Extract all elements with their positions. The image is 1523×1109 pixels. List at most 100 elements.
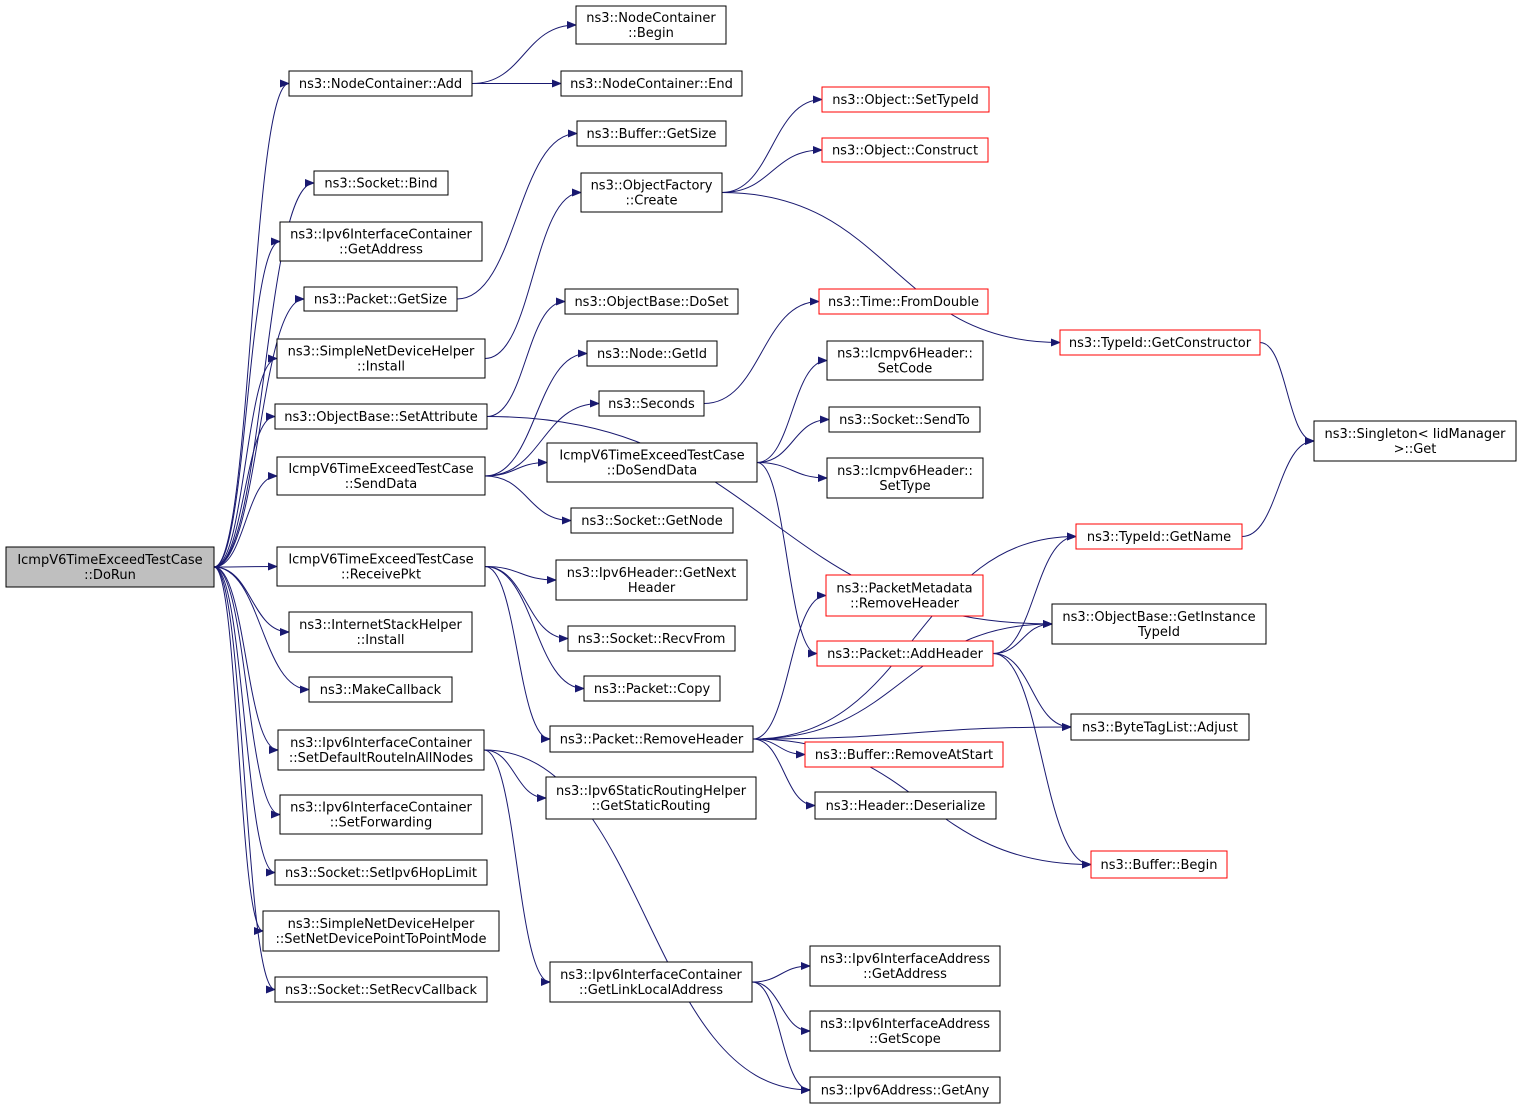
node-ipv6addr-getany[interactable]: ns3::Ipv6Address::GetAny [809,1076,1001,1104]
node-makecallback[interactable]: ns3::MakeCallback [308,676,453,703]
node-sock-sethop[interactable]: ns3::Socket::SetIpv6HopLimit [274,859,488,886]
node-sock-recvfrom[interactable]: ns3::Socket::RecvFrom [567,625,736,652]
node-label-line: Header [628,581,676,596]
node-label-line: ns3::Object::Construct [832,144,978,159]
node-label-line: ::SetForwarding [330,816,433,831]
node-pkt-addheader[interactable]: ns3::Packet::AddHeader [816,640,994,667]
node-buf-getsize[interactable]: ns3::Buffer::GetSize [576,120,727,147]
node-nc-end[interactable]: ns3::NodeContainer::End [560,70,743,97]
node-label-line: ns3::Time::FromDouble [828,295,979,310]
node-box [1075,523,1243,550]
node-label-line: ::Create [626,194,678,209]
node-box [5,546,215,588]
node-ipv6ia-getscope[interactable]: ns3::Ipv6InterfaceAddress::GetScope [809,1010,1001,1052]
node-label-line: TypeId [1137,625,1180,640]
node-buf-removeatstart[interactable]: ns3::Buffer::RemoveAtStart [804,741,1004,768]
node-ob-doset[interactable]: ns3::ObjectBase::DoSet [564,288,739,315]
nodes-layer: IcmpV6TimeExceedTestCase::DoRun ns3::Node… [5,5,1517,1104]
node-sndh-setp2p[interactable]: ns3::SimpleNetDeviceHelper::SetNetDevice… [262,910,500,952]
node-box [826,457,984,499]
call-edge-ipv6ic_getlinklocal-to-ipv6addr_getany [751,981,811,1094]
call-edge-pkt_removeheader-to-buf_removeatstart [752,738,806,759]
node-label-line: ns3::Object::SetTypeId [832,93,978,108]
node-btl-adjust[interactable]: ns3::ByteTagList::Adjust [1070,713,1250,741]
node-singleton-get[interactable]: ns3::Singleton< IidManager>::Get [1313,420,1517,462]
node-label-line: ns3::Header::Deserialize [826,799,986,814]
node-label-line: ns3::NodeContainer [586,11,716,26]
node-label-line: ns3::Packet::RemoveHeader [560,733,744,748]
node-buf-begin[interactable]: ns3::Buffer::Begin [1090,850,1228,879]
node-sock-setrecvcb[interactable]: ns3::Socket::SetRecvCallback [274,976,488,1003]
call-edge-dorun-to-nc_add [213,79,290,568]
node-ipv6ic-getlinklocal[interactable]: ns3::Ipv6InterfaceContainer::GetLinkLoca… [549,961,753,1003]
node-ipv6srh-getstatic[interactable]: ns3::Ipv6StaticRoutingHelper::GetStaticR… [545,776,757,820]
node-ipv6ic-getaddr[interactable]: ns3::Ipv6InterfaceContainer::GetAddress [279,221,483,262]
node-time-fromdouble[interactable]: ns3::Time::FromDouble [818,288,989,315]
node-dorun[interactable]: IcmpV6TimeExceedTestCase::DoRun [5,546,215,588]
node-label-line: ns3::Socket::Bind [324,177,437,192]
node-pkt-getsize[interactable]: ns3::Packet::GetSize [303,286,458,312]
node-label-line: ns3::Buffer::RemoveAtStart [815,748,993,763]
node-box [828,406,981,433]
node-label-line: SetCode [878,362,933,377]
node-obj-construct[interactable]: ns3::Object::Construct [821,137,989,163]
node-label-line: ns3::Node::GetId [597,347,707,362]
node-box [1070,713,1250,741]
node-of-create[interactable]: ns3::ObjectFactory::Create [580,172,723,213]
node-receivepkt[interactable]: IcmpV6TimeExceedTestCase::ReceivePkt [276,546,486,587]
node-icmp-settype[interactable]: ns3::Icmpv6Header::SetType [826,457,984,499]
node-label-line: ns3::Ipv6InterfaceAddress [820,1017,990,1032]
node-node-getid[interactable]: ns3::Node::GetId [586,340,718,367]
node-label-line: ::GetAddress [339,243,423,258]
node-hdr-deserialize[interactable]: ns3::Header::Deserialize [814,791,997,820]
node-senddata[interactable]: IcmpV6TimeExceedTestCase::SendData [276,456,486,496]
node-seconds[interactable]: ns3::Seconds [598,390,705,417]
call-edge-senddata-to-dosenddata [484,458,548,477]
node-label-line: ::Install [357,360,405,375]
node-box [586,340,718,367]
node-sock-bind[interactable]: ns3::Socket::Bind [313,170,449,196]
node-sock-sendto[interactable]: ns3::Socket::SendTo [828,406,981,433]
node-pm-removeheader[interactable]: ns3::PacketMetadata::RemoveHeader [825,574,984,617]
node-ish-install[interactable]: ns3::InternetStackHelper::Install [288,611,473,653]
node-sndh-install[interactable]: ns3::SimpleNetDeviceHelper::Install [276,338,486,379]
node-pkt-copy[interactable]: ns3::Packet::Copy [583,675,721,702]
node-box [545,776,757,820]
node-box [825,574,984,617]
node-pkt-removeheader[interactable]: ns3::Packet::RemoveHeader [549,725,754,753]
node-label-line: ns3::Ipv6InterfaceContainer [560,968,742,983]
call-edge-seconds-to-time_fromdouble [703,297,820,404]
node-box [279,221,483,262]
node-ipv6ic-setfwd[interactable]: ns3::Ipv6InterfaceContainer::SetForwardi… [279,794,483,835]
node-obj-settypeid[interactable]: ns3::Object::SetTypeId [821,86,990,113]
call-edge-pkt_removeheader-to-btl_adjust [752,723,1072,740]
node-box [570,507,734,534]
node-box [276,456,486,496]
node-dosenddata[interactable]: IcmpV6TimeExceedTestCase::DoSendData [546,442,758,483]
edges-layer [213,21,1315,1094]
node-typeid-getname[interactable]: ns3::TypeId::GetName [1075,523,1243,550]
node-box [549,961,753,1003]
node-box [816,640,994,667]
node-nc-add[interactable]: ns3::NodeContainer::Add [288,70,473,97]
node-box [818,288,989,315]
node-box [308,676,453,703]
node-box [303,286,458,312]
node-box [821,137,989,163]
call-edge-dorun-to-ipv6ic_setdefroute [213,566,279,754]
node-ipv6ic-setdefroute[interactable]: ns3::Ipv6InterfaceContainer::SetDefaultR… [277,729,485,771]
node-ipv6ia-getaddr[interactable]: ns3::Ipv6InterfaceAddress::GetAddress [809,945,1001,987]
node-nc-begin[interactable]: ns3::NodeContainer::Begin [575,5,727,45]
node-label-line: ::GetAddress [863,967,947,982]
node-box [276,338,486,379]
node-label-line: ns3::TypeId::GetConstructor [1069,336,1252,351]
node-ob-setattr[interactable]: ns3::ObjectBase::SetAttribute [274,403,488,430]
node-typeid-getctor[interactable]: ns3::TypeId::GetConstructor [1059,329,1261,356]
node-box [288,70,473,97]
node-label-line: IcmpV6TimeExceedTestCase [288,553,473,568]
node-icmp-setcode[interactable]: ns3::Icmpv6Header::SetCode [826,340,984,381]
call-edge-ipv6ic_getlinklocal-to-ipv6ia_getscope [751,981,811,1035]
node-sock-getnode[interactable]: ns3::Socket::GetNode [570,507,734,534]
